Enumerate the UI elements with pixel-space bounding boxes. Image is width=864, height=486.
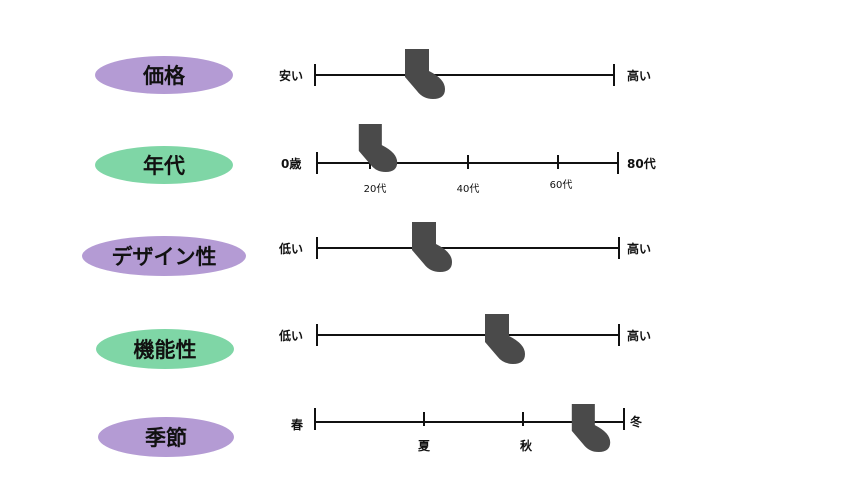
- axis-end-cap-age: [617, 152, 619, 174]
- axis-line-design: [317, 247, 620, 249]
- axis-max-label-season: 冬: [630, 415, 643, 429]
- axis-line-price: [315, 74, 615, 76]
- attribute-pill-function: 機能性: [96, 329, 234, 369]
- axis-tick-label-summer: 夏: [417, 439, 431, 453]
- axis-max-label-price: 高い: [627, 69, 652, 83]
- axis-start-cap-function: [316, 324, 318, 346]
- sock-icon[interactable]: [405, 49, 445, 99]
- attribute-label-function: 機能性: [133, 338, 197, 362]
- axis-tick-summer: [423, 412, 425, 426]
- axis-end-cap-price: [613, 64, 615, 86]
- axis-max-label-design: 高い: [627, 242, 652, 256]
- axis-end-cap-design: [618, 237, 620, 259]
- axis-min-label-season: 春: [291, 418, 304, 432]
- sock-icon[interactable]: [412, 222, 452, 272]
- axis-start-cap-design: [316, 237, 318, 259]
- attribute-pill-price: 価格: [95, 56, 233, 94]
- axis-end-cap-season: [623, 408, 625, 430]
- attribute-pill-age: 年代: [95, 146, 233, 184]
- axis-tick-label-20s: 20代: [363, 184, 387, 195]
- axis-start-cap-season: [314, 408, 316, 430]
- axis-tick-label-40s: 40代: [456, 184, 480, 195]
- axis-tick-label-autumn: 秋: [519, 439, 533, 453]
- sock-icon[interactable]: [358, 124, 398, 172]
- axis-min-label-design: 低い: [279, 242, 304, 256]
- sock-icon[interactable]: [571, 404, 611, 452]
- axis-min-label-age: 0歳: [281, 157, 302, 171]
- axis-max-label-age: 80代: [627, 157, 656, 171]
- axis-min-label-price: 安い: [279, 69, 304, 83]
- attribute-label-season: 季節: [145, 426, 187, 450]
- axis-start-cap-age: [316, 152, 318, 174]
- attribute-label-price: 価格: [143, 64, 185, 88]
- axis-tick-autumn: [522, 412, 524, 426]
- axis-start-cap-price: [314, 64, 316, 86]
- axis-end-cap-function: [618, 324, 620, 346]
- axis-min-label-function: 低い: [279, 329, 304, 343]
- axis-line-function: [317, 334, 620, 336]
- axis-tick-60s: [557, 155, 559, 169]
- attribute-label-design: デザイン性: [111, 245, 217, 269]
- attribute-pill-season: 季節: [98, 417, 234, 457]
- sock-icon[interactable]: [485, 314, 525, 364]
- axis-line-season: [315, 421, 625, 423]
- axis-max-label-function: 高い: [627, 329, 652, 343]
- attribute-pill-design: デザイン性: [82, 236, 246, 276]
- axis-tick-40s: [467, 155, 469, 169]
- attribute-label-age: 年代: [143, 154, 185, 178]
- axis-tick-label-60s: 60代: [549, 180, 573, 191]
